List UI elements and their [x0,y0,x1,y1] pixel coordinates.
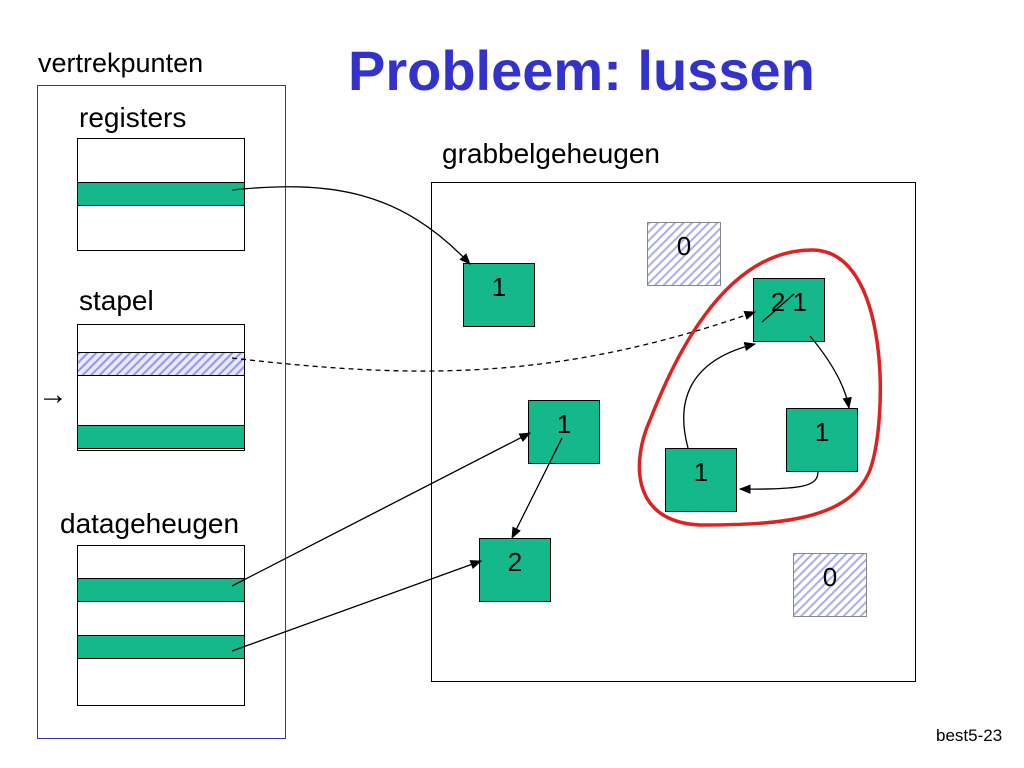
heap-object-b: 1 [528,400,600,464]
data-slot-pointer-1 [77,578,245,602]
heap-object-c: 2 [479,538,551,602]
arrow-cycle-left-to-top [683,341,757,449]
strike-old-count [761,293,795,323]
heap-label: grabbelgeheugen [442,138,660,169]
stack-box [77,324,245,451]
arrow-obj-b-to-obj-c [511,437,563,540]
data-slot-pointer-2 [77,635,245,659]
register-slot-pointer [77,182,245,206]
arrow-data1-to-obj-b [231,432,532,587]
arrow-cycle-right-to-left [738,470,819,494]
data-memory-box [77,545,245,706]
page-title: Probleem: lussen [348,39,815,102]
free-object-top: 0 [647,222,721,286]
free-object-bottom: 0 [793,553,867,617]
stack-pointer-arrow-icon: → [38,378,68,411]
arrow-cycle-top-to-right [809,335,852,410]
heap-object-cycle-top: 2 1 [753,278,825,342]
roots-label: vertrekpunten [38,48,204,78]
registers-box [77,138,245,251]
slide-number: best5-23 [936,726,1003,745]
stack-slot-pointer [77,425,245,449]
new-count: 1 [792,287,808,317]
arrow-data2-to-obj-c [231,560,483,652]
stack-label: stapel [79,285,154,316]
old-count: 2 [770,287,786,317]
cycle-outline [637,248,883,527]
heap-object-a: 1 [463,263,535,327]
arrow-register-to-obj-a [231,186,471,265]
data-memory-label: datageheugen [60,508,240,539]
stack-slot-popped [77,352,245,376]
arrow-stack-to-cycle-top [231,311,757,372]
roots-panel [37,85,286,739]
registers-label: registers [79,102,187,133]
heap-object-cycle-right: 1 [786,408,858,472]
heap-object-cycle-left: 1 [665,448,737,512]
